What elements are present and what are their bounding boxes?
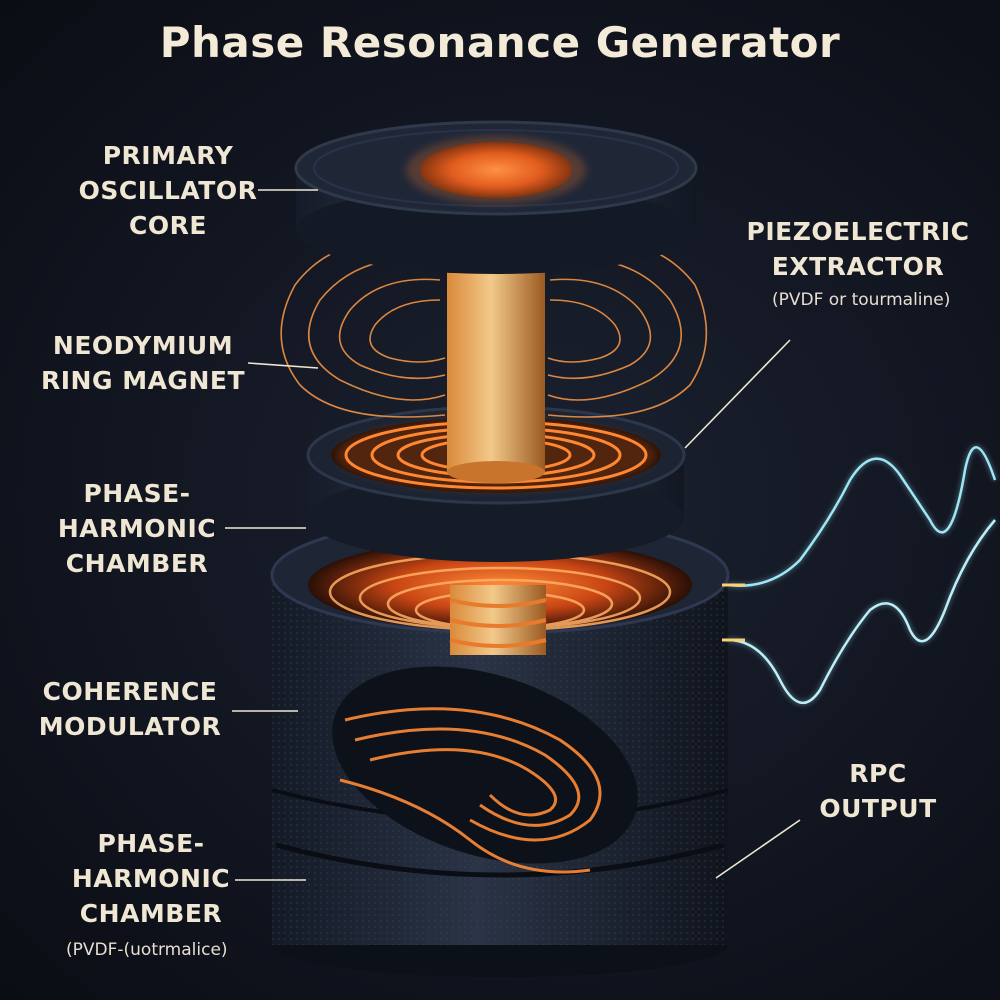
- note-phase-harmonic-chamber-lower: (PVDF-(uotrmalice): [66, 940, 228, 960]
- note-piezoelectric-extractor: (PVDF or tourmaline): [772, 290, 951, 310]
- label-neodymium-ring-magnet: NEODYMIUM RING MAGNET: [41, 331, 245, 395]
- label-primary-oscillator-core: PRIMARY OSCILLATOR CORE: [78, 141, 258, 240]
- label-coherence-modulator: COHERENCE MODULATOR: [38, 677, 222, 741]
- modulator-swirl: [339, 707, 602, 874]
- lower-housing: [270, 515, 730, 977]
- leader-lines: [225, 189, 801, 881]
- label-piezoelectric-extractor: PIEZOELECTRIC EXTRACTOR: [746, 217, 970, 281]
- label-phase-harmonic-chamber-lower: PHASE- HARMONIC CHAMBER: [71, 829, 231, 928]
- label-rpc-output: RPC OUTPUT: [819, 759, 937, 823]
- label-phase-harmonic-chamber-upper: PHASE- HARMONIC CHAMBER: [57, 479, 217, 578]
- top-disc: [294, 120, 698, 274]
- output-waves: [722, 444, 998, 706]
- diagram-title: Phase Resonance Generator: [159, 18, 841, 67]
